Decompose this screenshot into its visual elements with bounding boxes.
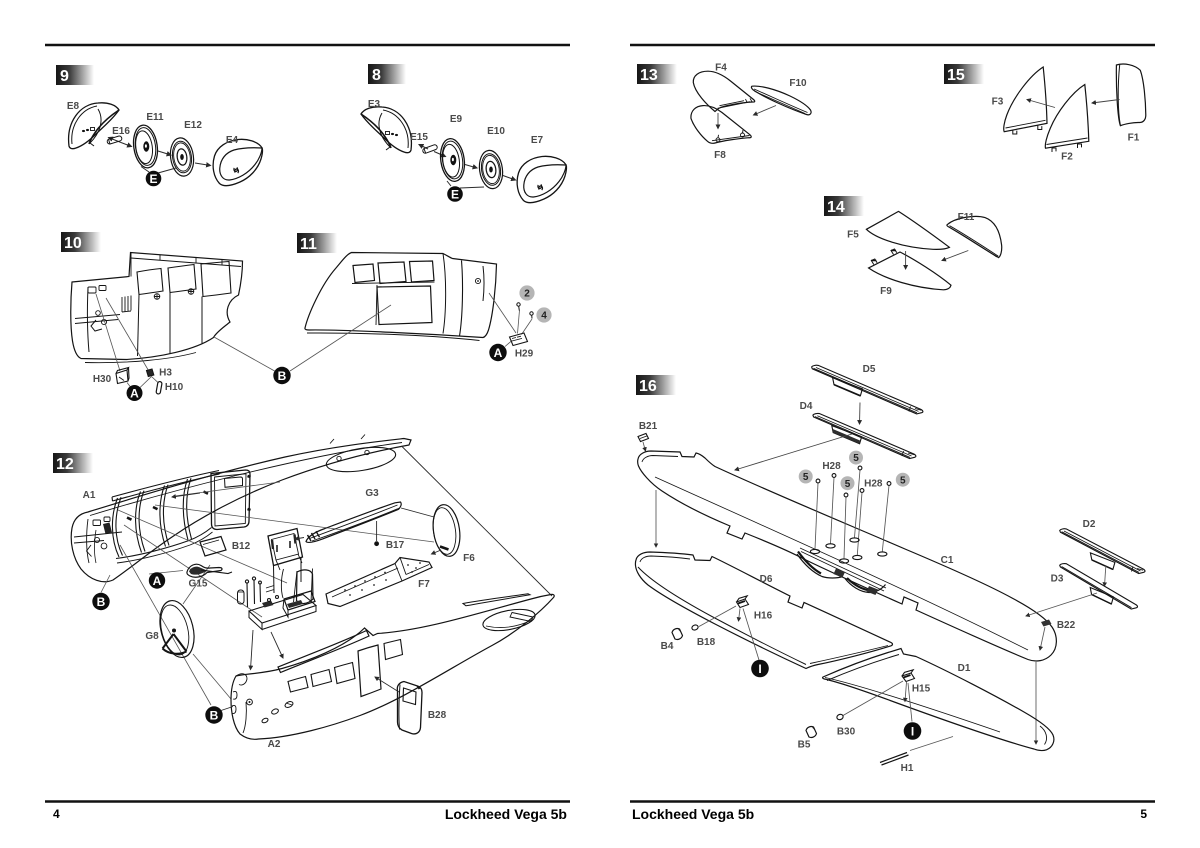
svg-text:F9: F9 — [880, 286, 892, 297]
svg-text:D1: D1 — [958, 663, 971, 674]
svg-text:F3: F3 — [992, 97, 1004, 108]
svg-text:E: E — [451, 188, 459, 202]
svg-text:I: I — [911, 725, 914, 739]
svg-text:B: B — [210, 709, 219, 723]
svg-text:D2: D2 — [1083, 519, 1096, 530]
svg-text:4: 4 — [541, 311, 547, 322]
svg-text:E15: E15 — [410, 132, 428, 143]
svg-text:B17: B17 — [386, 540, 405, 551]
svg-text:C1: C1 — [941, 555, 954, 566]
svg-text:F11: F11 — [958, 212, 975, 223]
svg-text:B18: B18 — [697, 637, 716, 648]
svg-text:H30: H30 — [93, 374, 112, 385]
svg-text:B4: B4 — [661, 641, 674, 652]
svg-text:A1: A1 — [83, 490, 96, 501]
svg-text:B12: B12 — [232, 541, 251, 552]
svg-text:E3: E3 — [368, 99, 381, 110]
svg-text:I: I — [758, 662, 761, 676]
svg-text:F8: F8 — [714, 150, 726, 161]
svg-text:H16: H16 — [754, 611, 773, 622]
svg-text:F6: F6 — [463, 553, 475, 564]
svg-text:E7: E7 — [531, 135, 544, 146]
svg-text:A: A — [130, 387, 139, 401]
svg-text:E16: E16 — [112, 126, 130, 137]
svg-text:12: 12 — [56, 456, 74, 473]
svg-text:B30: B30 — [837, 727, 856, 738]
svg-text:2: 2 — [524, 289, 530, 300]
svg-text:5: 5 — [1140, 807, 1147, 821]
svg-text:E8: E8 — [67, 101, 80, 112]
svg-text:5: 5 — [900, 476, 906, 487]
svg-text:D5: D5 — [863, 364, 876, 375]
svg-text:H3: H3 — [159, 368, 172, 379]
svg-text:E9: E9 — [450, 114, 463, 125]
svg-text:A2: A2 — [268, 739, 281, 750]
svg-text:B28: B28 — [428, 710, 447, 721]
svg-text:11: 11 — [300, 236, 317, 253]
svg-text:H10: H10 — [165, 382, 184, 393]
svg-text:10: 10 — [64, 235, 82, 252]
svg-text:15: 15 — [947, 67, 965, 84]
svg-text:G8: G8 — [145, 631, 159, 642]
svg-text:H15: H15 — [912, 684, 931, 695]
svg-text:B21: B21 — [639, 421, 658, 432]
svg-text:5: 5 — [845, 479, 851, 490]
svg-text:H29: H29 — [515, 349, 534, 360]
svg-text:E10: E10 — [487, 126, 505, 137]
svg-text:13: 13 — [640, 67, 658, 84]
svg-text:G3: G3 — [365, 488, 379, 499]
svg-text:F1: F1 — [1128, 133, 1140, 144]
svg-text:F10: F10 — [789, 78, 807, 89]
svg-text:H28: H28 — [864, 479, 883, 490]
svg-text:D4: D4 — [800, 401, 813, 412]
svg-text:B5: B5 — [798, 740, 811, 751]
svg-text:B: B — [97, 595, 106, 609]
svg-text:5: 5 — [853, 453, 859, 464]
svg-text:A: A — [494, 346, 503, 360]
svg-text:16: 16 — [639, 378, 657, 395]
svg-text:8: 8 — [372, 67, 381, 84]
svg-text:B22: B22 — [1057, 620, 1076, 631]
svg-text:E4: E4 — [226, 135, 239, 146]
svg-text:F5: F5 — [847, 230, 859, 241]
svg-text:Lockheed Vega 5b: Lockheed Vega 5b — [632, 806, 754, 822]
svg-text:F7: F7 — [418, 579, 430, 590]
svg-text:9: 9 — [60, 68, 69, 85]
svg-text:D6: D6 — [760, 574, 773, 585]
svg-text:D3: D3 — [1051, 574, 1064, 585]
svg-text:E: E — [149, 172, 157, 186]
svg-text:H28: H28 — [822, 461, 841, 472]
svg-text:F4: F4 — [715, 63, 727, 74]
svg-text:B: B — [278, 369, 287, 383]
svg-text:5: 5 — [803, 472, 809, 483]
svg-text:F2: F2 — [1061, 152, 1073, 163]
svg-text:Lockheed Vega 5b: Lockheed Vega 5b — [445, 806, 567, 822]
svg-text:4: 4 — [53, 807, 60, 821]
svg-text:H1: H1 — [901, 763, 914, 774]
svg-text:E11: E11 — [146, 112, 164, 123]
svg-text:G15: G15 — [189, 579, 208, 590]
svg-text:14: 14 — [827, 199, 845, 216]
svg-text:E12: E12 — [184, 120, 202, 131]
svg-text:A: A — [153, 574, 162, 588]
